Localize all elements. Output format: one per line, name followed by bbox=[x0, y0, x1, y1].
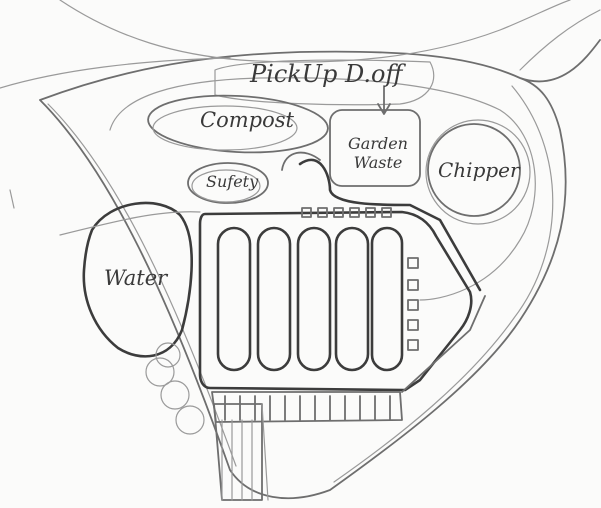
composting-bays bbox=[218, 228, 402, 370]
bay bbox=[336, 228, 368, 370]
chipper-label: Chipper bbox=[438, 160, 520, 180]
pickup-dropoff-label: PickUp D.off bbox=[250, 62, 403, 86]
compost-label: Compost bbox=[200, 110, 294, 131]
bay bbox=[372, 228, 402, 370]
bay bbox=[218, 228, 250, 370]
safety-label: Sufety bbox=[206, 174, 258, 190]
bay bbox=[298, 228, 330, 370]
bay bbox=[258, 228, 290, 370]
water-label: Water bbox=[104, 268, 167, 289]
road-line bbox=[60, 0, 570, 62]
loading-strip bbox=[212, 392, 402, 422]
side-bins bbox=[408, 258, 418, 350]
garden-waste-label: Garden Waste bbox=[346, 134, 410, 172]
inner-loop bbox=[110, 78, 535, 300]
